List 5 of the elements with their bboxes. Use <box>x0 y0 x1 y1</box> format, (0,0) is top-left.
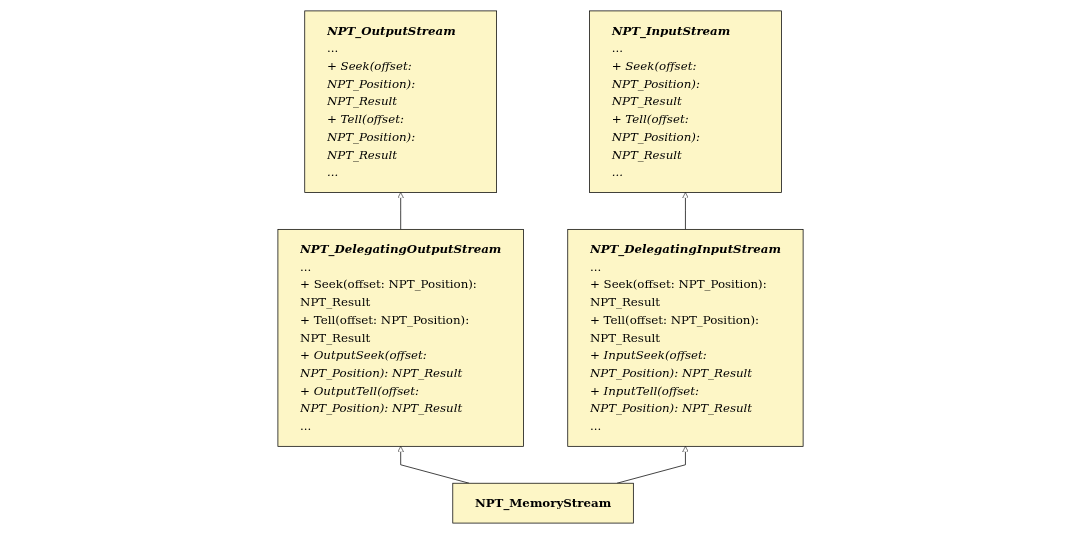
node-box: NPT_OutputStream ... + Seek(offset: NPT_Position): NPT_Result + Tell(offset: NPT_Position): NPT_Result ... <box>304 10 498 193</box>
node-box: NPT_InputStream ... + Seek(offset: NPT_Position): NPT_Result + Tell(offset: NPT_Position): NPT_Result ... <box>589 10 783 193</box>
node-box: NPT_DelegatingOutputStream ... + Seek(offset: NPT_Position): NPT_Result + Tell(offset: NPT_Position): NPT_Result + OutputSeek(offset: NPT_Position): NPT_Result + OutputTell(offset: NPT_Position): NPT_Result ... <box>278 229 525 447</box>
node-box: NPT_DelegatingInputStream ... + Seek(offset: NPT_Position): NPT_Result + Tell(offset: NPT_Position): NPT_Result + InputSeek(offset: NPT_Position): NPT_Result + InputTell(offset: NPT_Position): NPT_Result ... <box>567 229 804 447</box>
node-box: NPT_MemoryStream <box>452 482 635 524</box>
